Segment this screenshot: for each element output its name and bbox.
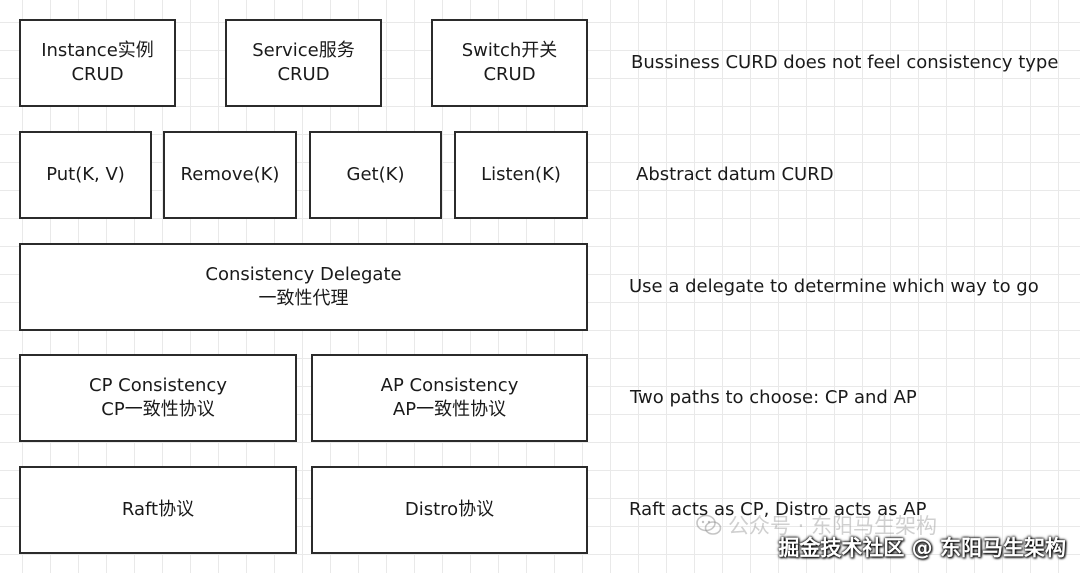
get-label: Get(K) <box>346 164 405 185</box>
consistency-delegate-box: Consistency Delegate 一致性代理 <box>19 243 588 331</box>
wechat-icon <box>696 514 722 535</box>
layer3-note: Use a delegate to determine which way to… <box>629 276 1039 297</box>
instance-crud-title: Instance实例 <box>41 40 154 61</box>
service-crud-box: Service服务 CRUD <box>225 19 382 107</box>
layer1-note: Bussiness CURD does not feel consistency… <box>631 52 1059 73</box>
listen-box: Listen(K) <box>454 131 588 219</box>
remove-box: Remove(K) <box>163 131 297 219</box>
ap-consistency-subtitle: AP一致性协议 <box>392 399 507 420</box>
service-crud-title: Service服务 <box>252 40 355 61</box>
get-box: Get(K) <box>309 131 442 219</box>
wechat-watermark: 公众号 · 东阳马生架构 <box>696 510 937 540</box>
distro-box: Distro协议 <box>311 466 588 554</box>
ap-consistency-title: AP Consistency <box>380 375 519 396</box>
ap-consistency-box: AP Consistency AP一致性协议 <box>311 354 588 442</box>
consistency-delegate-title: Consistency Delegate <box>205 264 402 285</box>
listen-label: Listen(K) <box>481 164 561 185</box>
raft-label: Raft协议 <box>121 499 195 520</box>
switch-crud-subtitle: CRUD <box>483 64 536 85</box>
switch-crud-box: Switch开关 CRUD <box>431 19 588 107</box>
put-box: Put(K, V) <box>19 131 152 219</box>
wechat-watermark-text: 公众号 · 东阳马生架构 <box>728 514 938 538</box>
juejin-watermark: 掘金技术社区 @ 东阳马生架构 <box>778 536 1066 560</box>
cp-consistency-box: CP Consistency CP一致性协议 <box>19 354 297 442</box>
switch-crud-title: Switch开关 <box>461 40 558 61</box>
instance-crud-subtitle: CRUD <box>71 64 124 85</box>
service-crud-subtitle: CRUD <box>277 64 330 85</box>
consistency-delegate-subtitle: 一致性代理 <box>258 288 349 309</box>
raft-box: Raft协议 <box>19 466 297 554</box>
layer2-note: Abstract datum CURD <box>636 164 834 185</box>
distro-label: Distro协议 <box>404 499 495 520</box>
cp-consistency-subtitle: CP一致性协议 <box>101 399 215 420</box>
instance-crud-box: Instance实例 CRUD <box>19 19 176 107</box>
remove-label: Remove(K) <box>180 164 280 185</box>
layer4-note: Two paths to choose: CP and AP <box>630 387 917 408</box>
cp-consistency-title: CP Consistency <box>89 375 227 396</box>
layer5-note: Raft acts as CP, Distro acts as AP <box>629 499 927 520</box>
put-label: Put(K, V) <box>46 164 125 185</box>
